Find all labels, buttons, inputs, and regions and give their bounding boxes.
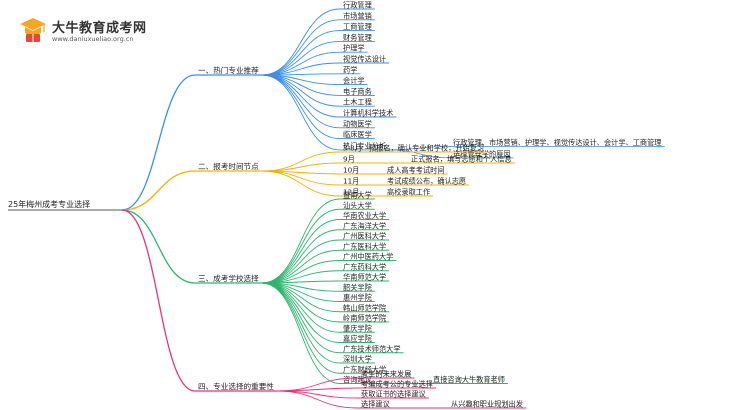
school-connector: [261, 229, 341, 284]
school-connector: [261, 282, 341, 323]
analysis-item: 行政管理、市场营销、护理学、视觉传达设计、会计学、工商管理: [453, 138, 661, 147]
school-item: 广东药科大学: [343, 262, 386, 271]
importance-connector: [276, 390, 359, 409]
item-connector: [261, 19, 341, 76]
major-item: 工商管理: [343, 22, 372, 31]
advice-label: 选择建议: [361, 400, 390, 409]
advice-desc: 从兴趣和职业规划出发: [451, 400, 523, 409]
school-item: 暨南大学: [343, 191, 372, 200]
analysis-connector: [389, 149, 451, 159]
timeline-desc: 成人高考考试时间: [387, 166, 445, 175]
branch-label: 四、专业选择的重要性: [198, 381, 274, 391]
logo-url: www.daniuxueliao.org.cn: [52, 35, 134, 43]
item-connector: [261, 8, 341, 76]
school-connector: [261, 219, 341, 284]
timeline-time: 10月: [343, 166, 359, 175]
branch-connector: [121, 209, 196, 392]
school-item: 岭南师范学院: [343, 314, 386, 323]
school-item: 嘉应学院: [343, 334, 372, 343]
major-item: 行政管理: [343, 1, 372, 10]
branch-label: 三、成考学校选择: [198, 273, 259, 283]
school-item: 广东财经大学: [343, 365, 386, 374]
major-item: 药学: [343, 65, 357, 74]
timeline-desc: 正式报名，填写志愿和个人信息: [411, 155, 512, 164]
timeline-time: 11月: [343, 177, 359, 186]
school-connector: [261, 282, 341, 354]
school-item: 韩山师范学院: [343, 303, 386, 312]
school-item: 肇庆学院: [343, 324, 372, 333]
school-item: 华南师范大学: [343, 273, 386, 282]
school-item: 汕头大学: [343, 201, 372, 210]
branch-label: 一、热门专业推荐: [198, 65, 259, 75]
branch-connector: [121, 209, 196, 284]
school-item: 广东医科大学: [343, 242, 386, 251]
major-item: 动物医学: [343, 119, 372, 128]
logo-title: 大牛教育成考网: [52, 21, 147, 36]
importance-item: 考编成考公的专业选择: [361, 380, 433, 389]
timeline-desc: 考试成绩公布，确认志愿: [387, 177, 466, 186]
timeline-connector: [261, 170, 341, 197]
timeline-desc: 高校录取工作: [387, 188, 430, 197]
school-connector: [261, 208, 341, 284]
school-item: 华南农业大学: [343, 211, 386, 220]
branch-connector: [121, 170, 196, 211]
timeline-connector: [261, 162, 341, 172]
branch-connector: [121, 74, 196, 211]
importance-connector: [276, 387, 359, 392]
major-item: 土木工程: [343, 98, 372, 107]
item-connector: [261, 74, 341, 151]
school-item: 广东技术师范大学: [343, 344, 401, 353]
school-item: 深圳大学: [343, 355, 372, 364]
major-item: 护理学: [343, 44, 365, 53]
analysis-label: 热门专业分析: [343, 141, 386, 150]
importance-item: 考生的未来发展: [361, 370, 411, 379]
major-item: 会计学: [343, 76, 365, 85]
major-item: 财务管理: [343, 33, 372, 42]
timeline-connector: [261, 170, 341, 186]
item-connector: [261, 30, 341, 76]
major-item: 电子商务: [343, 87, 372, 96]
advice-label: 咨询建议: [343, 375, 372, 384]
item-connector: [261, 40, 341, 76]
school-item: 广东海洋大学: [343, 221, 386, 230]
item-connector: [261, 74, 341, 129]
timeline-time: 3-8月: [343, 144, 362, 153]
major-item: 计算机科学技术: [343, 109, 393, 118]
analysis-item: 选择管理学的原因: [453, 149, 511, 158]
school-connector: [261, 198, 341, 284]
school-connector: [261, 282, 341, 364]
major-item: 市场营销: [343, 11, 372, 20]
school-item: 广州医科大学: [343, 232, 386, 241]
school-connector: [261, 282, 341, 333]
timeline-connector: [261, 151, 341, 172]
school-connector: [261, 282, 341, 384]
school-item: 广州中医药大学: [343, 252, 393, 261]
major-item: 视觉传达设计: [343, 55, 386, 64]
advice-desc: 直接咨询大牛教育老师: [433, 375, 505, 384]
school-item: 惠州学院: [343, 293, 372, 302]
school-connector: [261, 249, 341, 284]
branch-label: 二、报考时间节点: [198, 161, 259, 171]
item-connector: [261, 74, 341, 118]
logo-icon: [20, 18, 46, 42]
importance-item: 获取证书的选择建议: [361, 390, 426, 399]
school-connector: [261, 239, 341, 284]
major-item: 临床医学: [343, 130, 372, 139]
timeline-time: 12月: [343, 188, 359, 197]
timeline-time: 9月: [343, 155, 355, 164]
school-item: 韶关学院: [343, 283, 372, 292]
timeline-desc: 预报名，确认专业和学校，开始复习: [369, 144, 484, 153]
root-label: 25年梅州成考专业选择: [8, 199, 90, 209]
